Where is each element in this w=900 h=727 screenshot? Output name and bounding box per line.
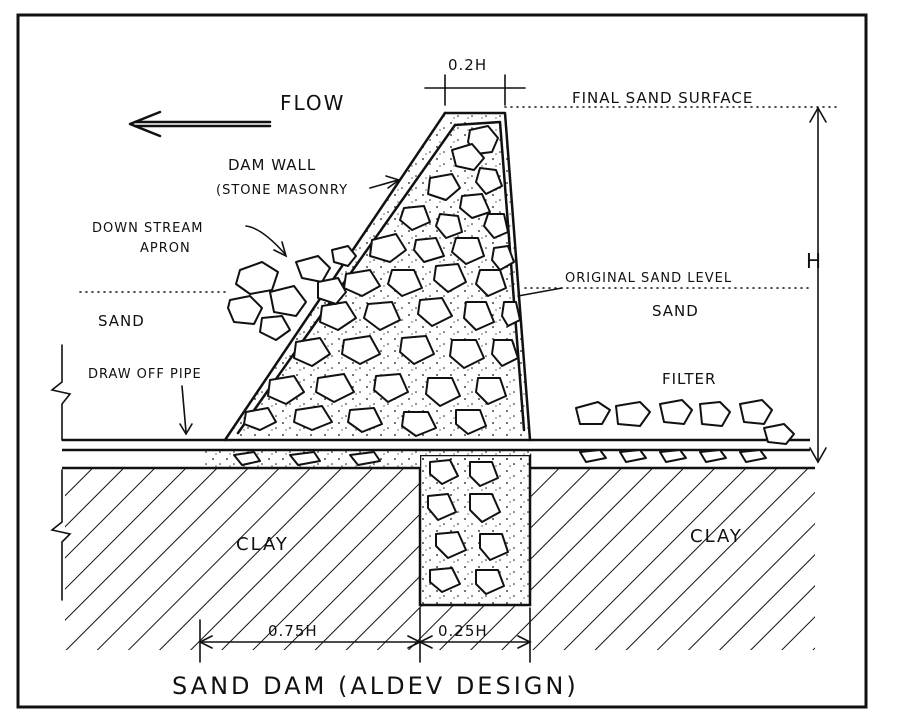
base-width-label: 0.75H	[268, 622, 318, 640]
base-dimensions	[198, 607, 532, 663]
diagram-title: SAND DAM (ALDEV DESIGN)	[172, 672, 579, 700]
break-mark-icons	[50, 344, 72, 601]
key-width-label: 0.25H	[438, 622, 488, 640]
sand-left-label: SAND	[98, 312, 145, 330]
filter-label: FILTER	[662, 370, 716, 388]
dam-wall-label-line2: (STONE MASONRY	[216, 183, 348, 198]
downstream-apron-rocks	[227, 245, 357, 341]
draw-off-pipe-pointer-arrow	[179, 385, 193, 436]
masonry-stones	[233, 125, 521, 595]
final-sand-surface-label: FINAL SAND SURFACE	[572, 89, 753, 107]
downstream-apron-label-line2: APRON	[140, 241, 191, 256]
clay-left-label: CLAY	[236, 534, 289, 555]
downstream-apron-pointer-arrow	[245, 225, 288, 258]
draw-off-pipe-label: DRAW OFF PIPE	[88, 367, 202, 382]
original-sand-level-label: ORIGINAL SAND LEVEL	[565, 271, 732, 286]
downstream-apron-label-line1: DOWN STREAM	[92, 221, 204, 236]
clay-right-label: CLAY	[690, 526, 743, 547]
flow-arrow-icon	[128, 110, 272, 138]
height-label: H	[806, 249, 823, 273]
crest-width-label: 0.2H	[448, 56, 487, 74]
flow-label: FLOW	[280, 91, 345, 115]
dam-wall-label-line1: DAM WALL	[228, 156, 316, 174]
clay-left-region	[65, 468, 815, 650]
sand-right-label: SAND	[652, 302, 699, 320]
dam-wall-pointer-arrow	[369, 175, 401, 189]
original-sand-level-pointer	[517, 287, 563, 297]
crest-width-dimension	[424, 74, 526, 106]
height-dimension	[809, 106, 827, 464]
filter-rocks	[575, 399, 795, 463]
diagram-frame	[16, 13, 868, 709]
